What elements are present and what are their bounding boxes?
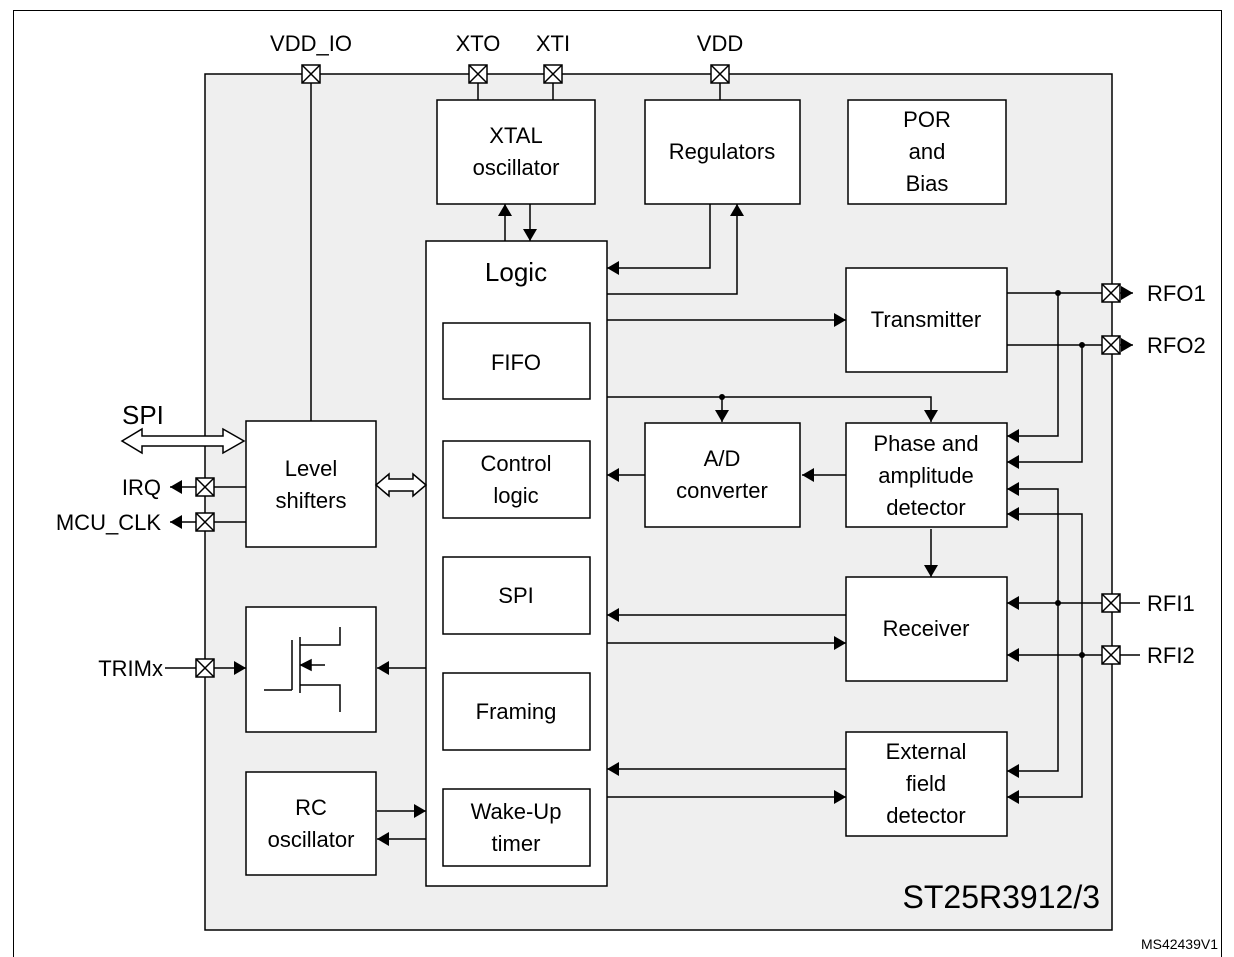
phase-label-1: Phase and — [873, 431, 978, 456]
por-label-3: Bias — [906, 171, 949, 196]
pad-vdd — [710, 64, 730, 84]
efd-label-3: detector — [886, 803, 966, 828]
logic-label: Logic — [485, 257, 547, 287]
phase-detector-block — [845, 422, 1008, 528]
figure-code: MS42439V1 — [1141, 936, 1218, 952]
rc-oscillator-block — [245, 771, 377, 876]
control-logic-label-1: Control — [481, 451, 552, 476]
efd-label-1: External — [886, 739, 967, 764]
pin-label-mcu-clk: MCU_CLK — [56, 510, 161, 535]
wakeup-label-1: Wake-Up — [471, 799, 562, 824]
chip-part-number: ST25R3912/3 — [903, 879, 1100, 915]
por-label-2: and — [909, 139, 946, 164]
pin-label-irq: IRQ — [122, 475, 161, 500]
phase-label-2: amplitude — [878, 463, 973, 488]
external-pin-lines — [165, 286, 1140, 669]
por-bias-block — [847, 99, 1007, 205]
spi-block-label: SPI — [498, 583, 533, 608]
transmitter-label: Transmitter — [871, 307, 981, 332]
xtal-label-1: XTAL — [489, 123, 542, 148]
adc-label-1: A/D — [704, 446, 741, 471]
connection-lines — [214, 82, 1102, 846]
rc-label-1: RC — [295, 795, 327, 820]
junction-dots — [719, 290, 1085, 658]
pad-rfo1 — [1101, 283, 1121, 303]
level-shifters-label-1: Level — [285, 456, 338, 481]
pin-label-spi: SPI — [122, 400, 164, 430]
adc-block — [644, 422, 801, 528]
phase-label-3: detector — [886, 495, 966, 520]
pin-label-xti: XTI — [536, 31, 570, 56]
pad-xti — [543, 64, 563, 84]
spi-block — [442, 556, 591, 635]
blocks — [245, 99, 1008, 887]
pads — [195, 64, 1121, 678]
pin-label-rfi1: RFI1 — [1147, 591, 1195, 616]
rc-label-2: oscillator — [268, 827, 355, 852]
pad-mcu-clk — [195, 512, 215, 532]
pad-rfi1 — [1101, 593, 1121, 613]
transmitter-block — [845, 267, 1008, 373]
pin-label-xto: XTO — [456, 31, 501, 56]
pin-label-rfo2: RFO2 — [1147, 333, 1206, 358]
por-label-1: POR — [903, 107, 951, 132]
pin-label-rfi2: RFI2 — [1147, 643, 1195, 668]
pad-trimx — [195, 658, 215, 678]
pin-label-vdd: VDD — [697, 31, 743, 56]
fifo-block — [442, 322, 591, 400]
pad-rfo2 — [1101, 335, 1121, 355]
pin-label-trimx: TRIMx — [98, 656, 163, 681]
wakeup-timer-block — [442, 788, 591, 867]
adc-label-2: converter — [676, 478, 768, 503]
control-logic-label-2: logic — [493, 483, 538, 508]
spi-bidirectional-arrow-icon — [120, 427, 246, 455]
wakeup-label-2: timer — [492, 831, 541, 856]
pin-label-vdd-io: VDD_IO — [270, 31, 352, 56]
framing-label: Framing — [476, 699, 557, 724]
receiver-block — [845, 576, 1008, 682]
internal-bus-arrow-icon — [374, 472, 428, 498]
efd-label-2: field — [906, 771, 946, 796]
control-logic-block — [442, 440, 591, 519]
pin-label-rfo1: RFO1 — [1147, 281, 1206, 306]
fifo-label: FIFO — [491, 350, 541, 375]
level-shifters-block — [245, 420, 377, 548]
pad-vdd-io — [301, 64, 321, 84]
receiver-label: Receiver — [883, 616, 970, 641]
xtal-oscillator-block — [436, 99, 596, 205]
transistor-icon — [264, 627, 341, 712]
regulators-block — [644, 99, 801, 205]
pad-rfi2 — [1101, 645, 1121, 665]
framing-block — [442, 672, 591, 751]
level-shifters-label-2: shifters — [276, 488, 347, 513]
pad-irq — [195, 477, 215, 497]
external-field-detector-block — [845, 731, 1008, 837]
pad-xto — [468, 64, 488, 84]
regulators-label: Regulators — [669, 139, 775, 164]
xtal-label-2: oscillator — [473, 155, 560, 180]
